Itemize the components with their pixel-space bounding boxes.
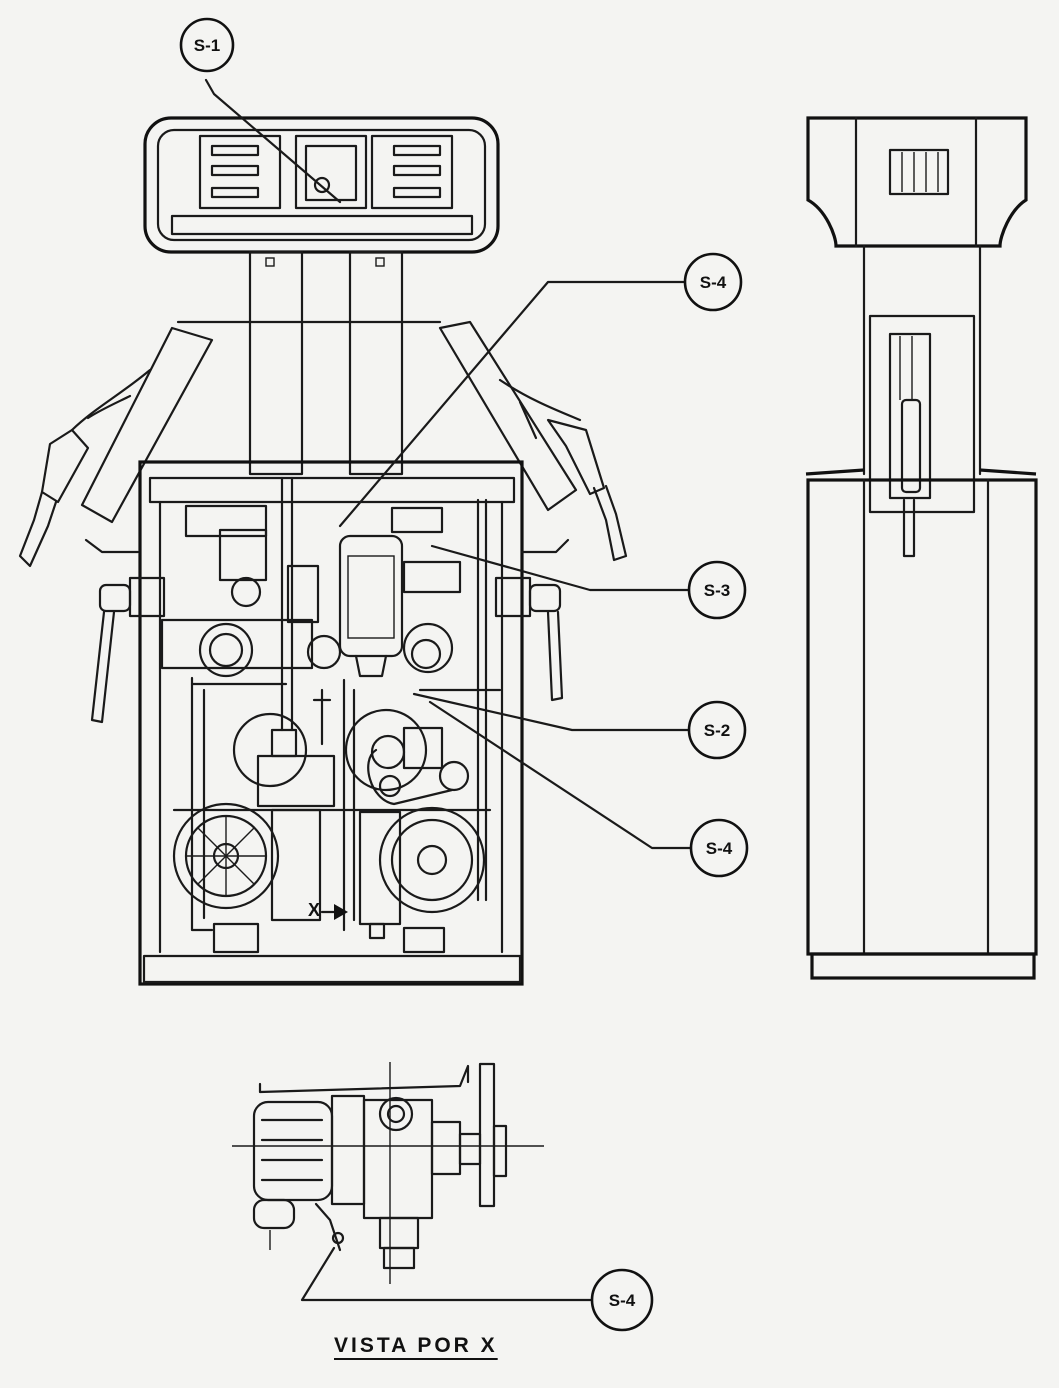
detail-view-x (232, 1062, 544, 1284)
display-head (143, 116, 500, 254)
filter-cylinder (306, 534, 404, 678)
callout-s4-bottom: S-4 (590, 1268, 654, 1332)
callout-s4-mid: S-4 (689, 818, 749, 878)
hose-hangers (84, 538, 570, 724)
callout-s1-label: S-1 (194, 36, 220, 55)
callout-s4-bottom-label: S-4 (609, 1291, 636, 1310)
support-columns (248, 250, 404, 476)
callout-s4-mid-label: S-4 (706, 839, 733, 858)
piping (190, 476, 502, 932)
callout-s2-label: S-2 (704, 721, 730, 740)
pump-cabinet (138, 460, 524, 986)
callout-s4-top-label: S-4 (700, 273, 727, 292)
view-caption: VISTA POR X (334, 1334, 498, 1357)
leader-lines (204, 78, 692, 1302)
right-nozzle-assembly (438, 320, 628, 562)
callout-s1: S-1 (179, 17, 235, 73)
view-marker: X (308, 900, 348, 920)
front-view-pump: X (18, 116, 628, 986)
meter-units (160, 504, 462, 678)
callout-s3-label: S-3 (704, 581, 730, 600)
callout-s4-top: S-4 (683, 252, 743, 312)
callout-s2: S-2 (687, 700, 747, 760)
callout-s3: S-3 (687, 560, 747, 620)
view-marker-label: X (308, 900, 320, 920)
left-nozzle-assembly (18, 326, 214, 568)
pump-motors (172, 708, 486, 954)
side-view-pump (805, 116, 1038, 980)
